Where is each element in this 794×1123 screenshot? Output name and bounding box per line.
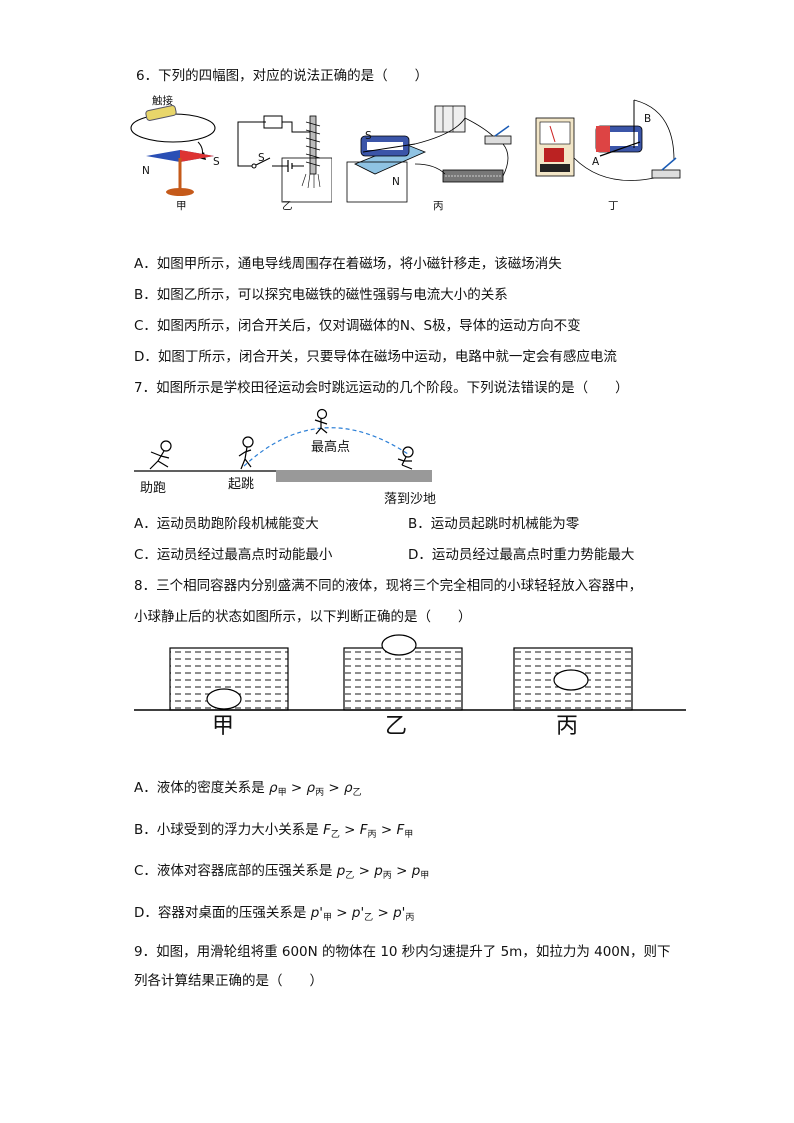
q6-stem: 6．下列的四幅图，对应的说法正确的是（ ）	[136, 68, 429, 84]
label-N: N	[142, 165, 150, 177]
q8-stem-line2: 小球静止后的状态如图所示，以下判断正确的是（ ）	[134, 609, 472, 625]
label-bing: 丙	[433, 200, 444, 212]
rheostat-icon	[263, 115, 283, 129]
q7-option-b: B．运动员起跳时机械能为零	[408, 516, 580, 532]
label-yi-container: 乙	[385, 714, 408, 739]
label-S-switch: S	[258, 152, 265, 164]
jumper-landing-icon	[397, 446, 414, 470]
label-land: 落到沙地	[384, 492, 437, 507]
label-magnet-N: N	[392, 176, 400, 188]
switch-icon	[651, 169, 681, 179]
q8-stem-line1: 8．三个相同容器内分别盛满不同的液体，现将三个完全相同的小球轻轻放入容器中，	[134, 578, 643, 594]
q9-line2: 列各计算结果正确的是（ ）	[134, 973, 323, 989]
q6-option-a: A．如图甲所示，通电导线周围存在着磁场，将小磁针移走，该磁场消失	[134, 256, 562, 272]
trajectory-path	[243, 427, 409, 467]
electromagnet-core	[309, 115, 317, 175]
jumper-top-icon	[314, 408, 328, 435]
label-S: S	[213, 156, 220, 168]
label-top: 最高点	[311, 440, 351, 455]
q8-option-a: A．液体的密度关系是 ρ甲 > ρ丙 > ρ乙	[134, 780, 362, 798]
q7-option-a: A．运动员助跑阶段机械能变大	[134, 516, 319, 532]
q8-option-c: C．液体对容器底部的压强关系是 p乙 > p丙 > p甲	[134, 863, 430, 881]
label-bing-container: 丙	[556, 714, 579, 739]
battery-icon	[145, 105, 177, 121]
q9-line1: 9．如图，用滑轮组将重 600N 的物体在 10 秒内匀速提升了 5m，如拉力为…	[134, 944, 671, 960]
sand-pit	[276, 470, 432, 482]
q8-option-d: D．容器对桌面的压强关系是 p'甲 > p'乙 > p'丙	[134, 905, 415, 923]
label-yi: 乙	[282, 200, 293, 212]
q7-stem: 7．如图所示是学校田径运动会时跳远运动的几个阶段。下列说法错误的是（ ）	[134, 380, 629, 396]
q6-figure-ding	[535, 99, 681, 181]
label-magnet-S: S	[365, 130, 372, 142]
label-touch: 触接	[152, 95, 173, 107]
current-loop	[130, 113, 216, 143]
container-yi	[343, 634, 463, 711]
q8-containers-figure	[134, 634, 686, 711]
runner-icon	[149, 440, 172, 470]
label-run: 助跑	[140, 481, 167, 496]
label-jia: 甲	[176, 200, 187, 212]
q6-option-c: C．如图丙所示，闭合开关后，仅对调磁体的N、S极，导体的运动方向不变	[134, 318, 581, 334]
ball-jia	[206, 688, 242, 710]
label-ding: 丁	[608, 200, 619, 212]
q7-option-d: D．运动员经过最高点时重力势能最大	[408, 547, 635, 563]
label-B: B	[644, 113, 652, 125]
q6-option-d: D．如图丁所示，闭合开关，只要导体在磁场中运动，电路中就一定会有感应电流	[134, 349, 617, 365]
q6-figure-bing	[346, 105, 512, 203]
switch-icon	[484, 135, 512, 145]
q8-option-b: B．小球受到的浮力大小关系是 F乙 > F丙 > F甲	[134, 822, 414, 840]
q6-option-b: B．如图乙所示，可以探究电磁铁的磁性强弱与电流大小的关系	[134, 287, 508, 303]
q7-option-c: C．运动员经过最高点时动能最小	[134, 547, 333, 563]
label-jump: 起跳	[228, 477, 255, 492]
jumper-takeoff-icon	[238, 436, 254, 470]
ball-bing	[553, 669, 589, 691]
label-A: A	[592, 156, 600, 168]
label-jia-container: 甲	[212, 714, 235, 739]
container-jia	[169, 647, 289, 711]
battery-pack-icon	[434, 105, 466, 133]
q7-long-jump-figure	[134, 408, 432, 482]
container-bing	[513, 647, 633, 711]
q6-figure-yi	[237, 115, 332, 203]
q6-figure-jia	[130, 105, 216, 196]
ball-yi	[381, 634, 417, 656]
